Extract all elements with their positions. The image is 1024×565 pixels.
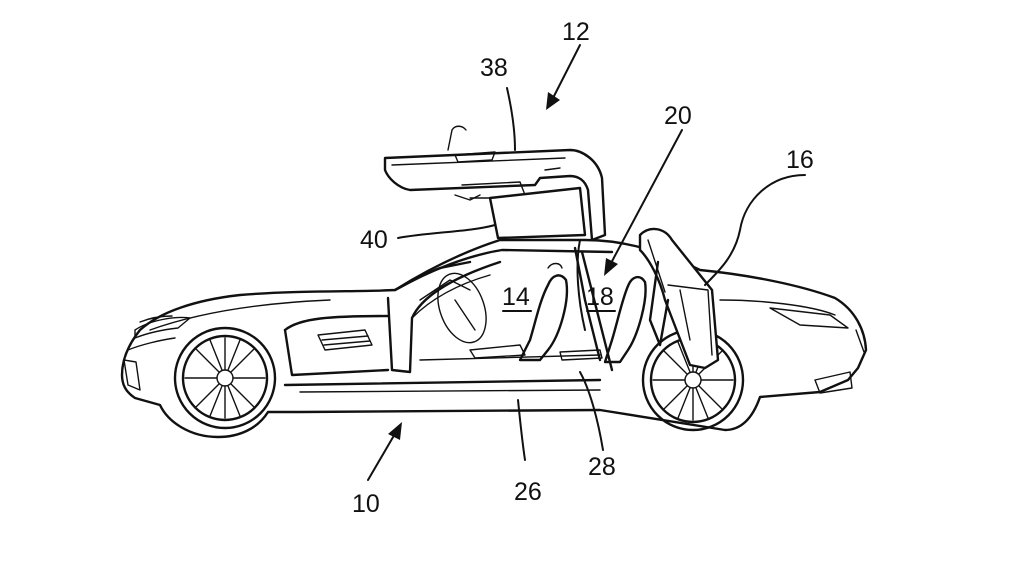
label-10: 10 [352, 490, 380, 518]
label-14: 14 [502, 283, 530, 311]
label-16: 16 [786, 146, 814, 174]
label-26: 26 [514, 478, 542, 506]
label-38: 38 [480, 54, 508, 82]
front-wheel [173, 326, 277, 430]
label-20: 20 [664, 102, 692, 130]
car-outline [120, 238, 868, 439]
reference-labels: 12 38 20 16 40 14 18 28 26 10 [352, 18, 814, 518]
interior [411, 262, 647, 364]
label-28: 28 [588, 453, 616, 481]
rear-door [638, 227, 720, 370]
front-door [383, 125, 607, 242]
label-18: 18 [586, 283, 614, 311]
car-body [120, 238, 868, 439]
label-12: 12 [562, 18, 590, 46]
leader-lines [367, 44, 806, 481]
label-40: 40 [360, 226, 388, 254]
